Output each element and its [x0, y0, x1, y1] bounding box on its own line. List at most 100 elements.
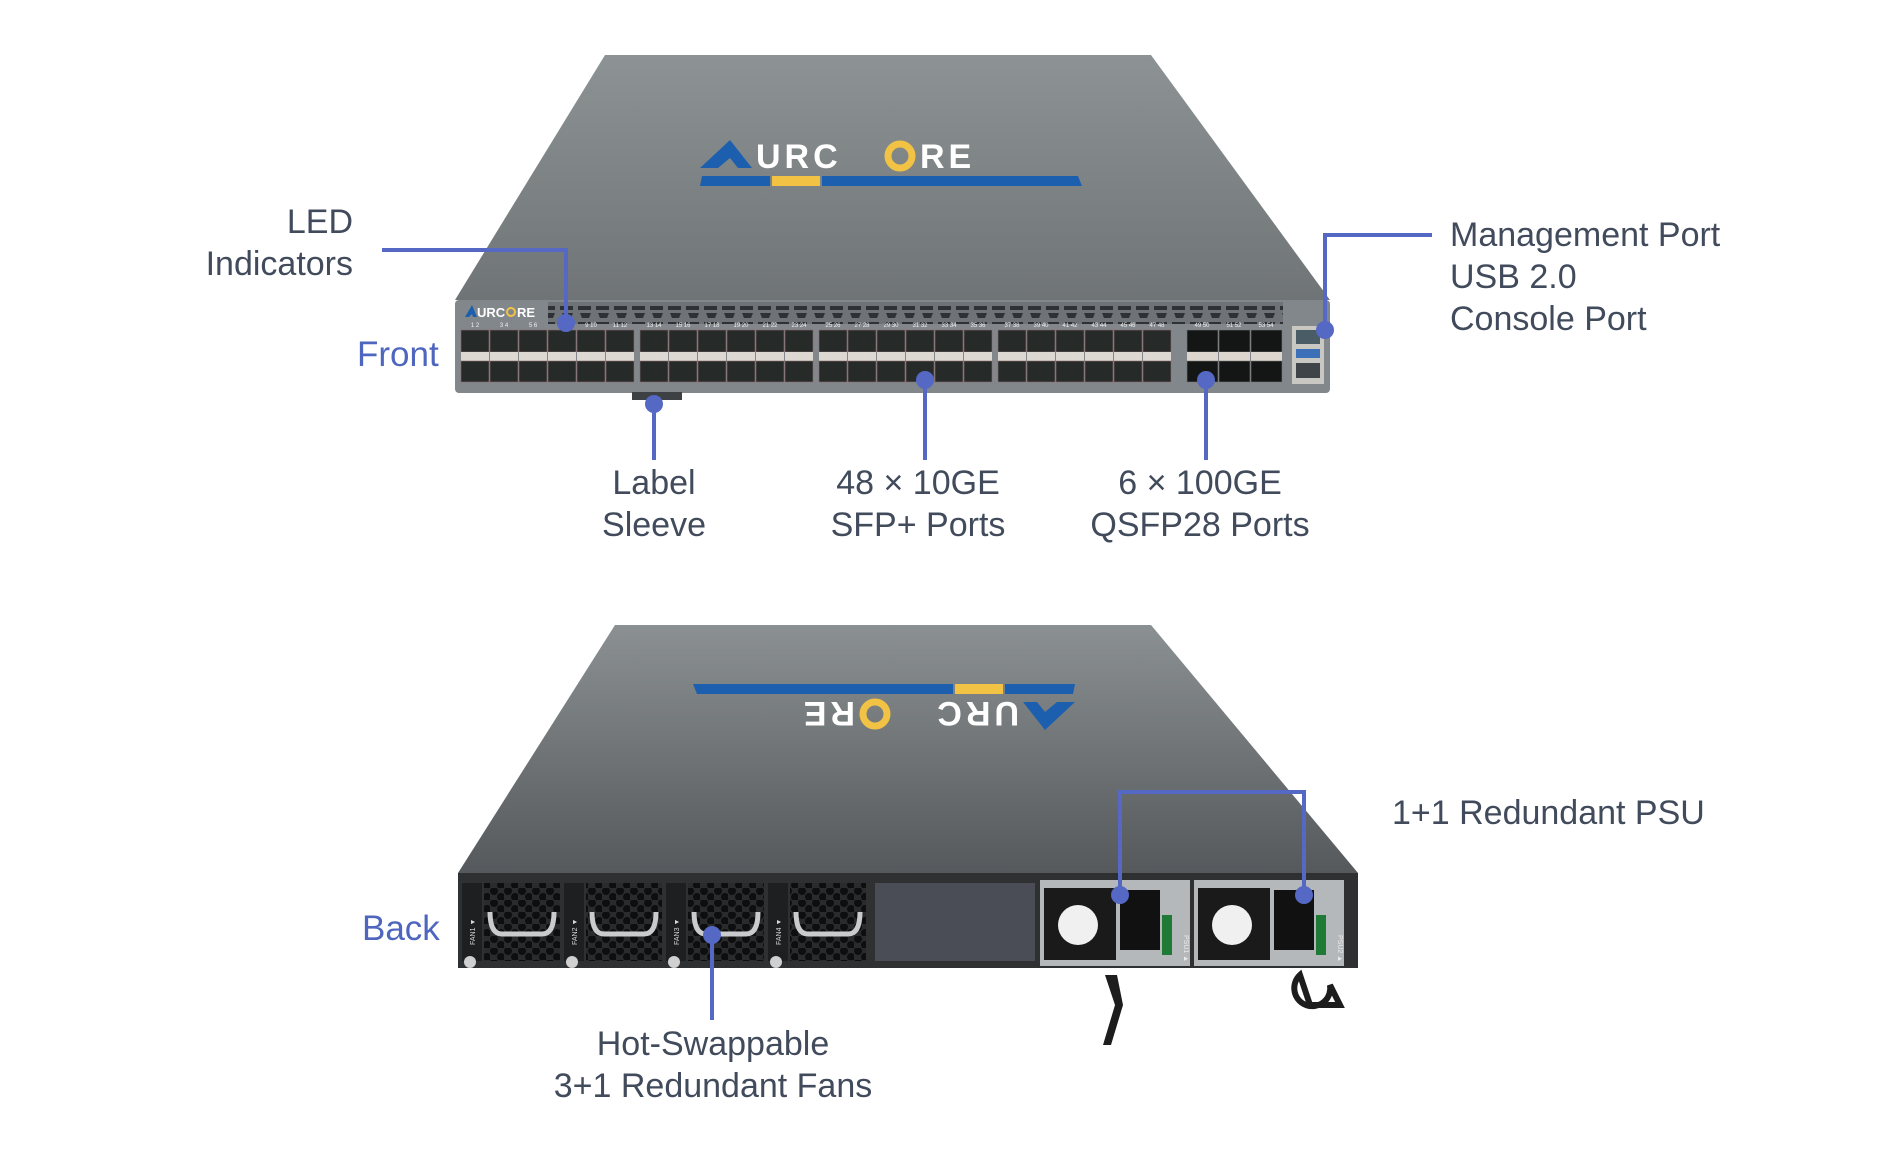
sfp-port[interactable]: [1055, 360, 1085, 383]
fan-tray[interactable]: FAN2 ▼: [564, 883, 662, 968]
sfp-port[interactable]: [547, 329, 577, 353]
psu-unit[interactable]: PSU1 ▲: [1040, 880, 1190, 966]
sfp-port[interactable]: [489, 329, 519, 353]
sfp-port[interactable]: [576, 329, 606, 353]
mgmt-callout-line: [1323, 233, 1432, 330]
usb-port: [1296, 349, 1320, 358]
sfp-port[interactable]: [847, 329, 877, 353]
port-number-label: 53 54: [1258, 323, 1274, 329]
port-led-strip: [756, 352, 784, 361]
qsfp-callout-dot: [1197, 371, 1215, 389]
sfp-port[interactable]: [547, 360, 577, 383]
sfp-port[interactable]: [639, 360, 669, 383]
fan-trays: FAN1 ▼FAN2 ▼FAN3 ▼FAN4 ▼: [462, 883, 866, 968]
port-led-strip: [461, 352, 489, 361]
sfp-port[interactable]: [518, 329, 548, 353]
qsfp28-port[interactable]: [1250, 329, 1283, 353]
fan-handle[interactable]: [793, 911, 863, 937]
sfp-port[interactable]: [1113, 360, 1143, 383]
qsfp28-port[interactable]: [1186, 329, 1219, 353]
sfp-port[interactable]: [1026, 360, 1056, 383]
sfp-port[interactable]: [755, 329, 785, 353]
sfp-port[interactable]: [668, 360, 698, 383]
sfp-port[interactable]: [963, 329, 993, 353]
port-number-label: 17 18: [704, 323, 720, 329]
port-number-label: 5 6: [529, 323, 538, 329]
port-number-label: 49 50: [1194, 323, 1210, 329]
sfp-port[interactable]: [1084, 329, 1114, 353]
sfp-port[interactable]: [697, 360, 727, 383]
fan-tray[interactable]: FAN1 ▼: [462, 883, 560, 968]
sfp-port[interactable]: [639, 329, 669, 353]
sfp-port[interactable]: [726, 329, 756, 353]
psu-units: PSU1 ▲PSU2 ▲: [1040, 880, 1344, 966]
sfp-port[interactable]: [818, 360, 848, 383]
port-number-label: 37 38: [1004, 323, 1020, 329]
back-top-logo: URC RE: [693, 684, 1075, 732]
sfp-port[interactable]: [847, 360, 877, 383]
psu-latch[interactable]: [1316, 915, 1326, 955]
sfp-port[interactable]: [605, 329, 635, 353]
sfp-port[interactable]: [460, 329, 490, 353]
thumb-screw: [668, 956, 680, 968]
sfp-port[interactable]: [1026, 329, 1056, 353]
thumb-screw: [566, 956, 578, 968]
sfp-port[interactable]: [876, 360, 906, 383]
label-sleeve-label: Label Sleeve: [602, 464, 706, 544]
sfp-port[interactable]: [1113, 329, 1143, 353]
sfp-port[interactable]: [818, 329, 848, 353]
thumb-screw: [464, 956, 476, 968]
sfp-port[interactable]: [697, 329, 727, 353]
psu-unit[interactable]: PSU2 ▲: [1194, 880, 1344, 966]
sfp-port[interactable]: [1142, 360, 1172, 383]
fan-handle[interactable]: [487, 911, 557, 937]
qsfp28-port[interactable]: [1218, 360, 1251, 383]
svg-text:RE: RE: [800, 694, 855, 732]
fan-tray[interactable]: FAN4 ▼: [768, 883, 866, 968]
sfp-port[interactable]: [934, 360, 964, 383]
fan-tray[interactable]: FAN3 ▼: [666, 883, 764, 968]
port-number-label: 19 20: [733, 323, 749, 329]
fan-grille: [790, 883, 866, 961]
sfp-port[interactable]: [905, 329, 935, 353]
sfp-port[interactable]: [784, 360, 814, 383]
management-port: [1296, 330, 1320, 344]
qsfp28-port[interactable]: [1218, 329, 1251, 353]
sfp-port[interactable]: [963, 360, 993, 383]
sfp-callout-dot: [916, 371, 934, 389]
port-led-strip: [906, 352, 934, 361]
sfp-port[interactable]: [1084, 360, 1114, 383]
port-number-label: 3 4: [500, 323, 509, 329]
svg-text:RE: RE: [517, 305, 535, 320]
port-number-label: 25 26: [825, 323, 841, 329]
sfp-port[interactable]: [460, 360, 490, 383]
qsfp28-port[interactable]: [1250, 360, 1283, 383]
sfp-port[interactable]: [518, 360, 548, 383]
port-led-strip: [1056, 352, 1084, 361]
port-led-strip: [698, 352, 726, 361]
sfp-port[interactable]: [489, 360, 519, 383]
sfp-port[interactable]: [668, 329, 698, 353]
sfp-port[interactable]: [726, 360, 756, 383]
port-led-strip: [1114, 352, 1142, 361]
sfp-port[interactable]: [1142, 329, 1172, 353]
sfp-port[interactable]: [755, 360, 785, 383]
sfp-port[interactable]: [997, 360, 1027, 383]
sfp-port[interactable]: [876, 329, 906, 353]
fan-handle[interactable]: [589, 911, 659, 937]
psu-latch[interactable]: [1162, 915, 1172, 955]
sfp-port[interactable]: [784, 329, 814, 353]
sfp-port[interactable]: [1055, 329, 1085, 353]
svg-text:RE: RE: [920, 138, 975, 176]
port-number-label: 21 22: [762, 323, 778, 329]
sfp-ports-label: 48 × 10GE SFP+ Ports: [830, 464, 1006, 544]
fan-grille: [484, 883, 560, 961]
sfp-port[interactable]: [576, 360, 606, 383]
sfp-port[interactable]: [934, 329, 964, 353]
sfp-port[interactable]: [997, 329, 1027, 353]
sfp-port[interactable]: [605, 360, 635, 383]
fan-handle[interactable]: [691, 911, 761, 937]
